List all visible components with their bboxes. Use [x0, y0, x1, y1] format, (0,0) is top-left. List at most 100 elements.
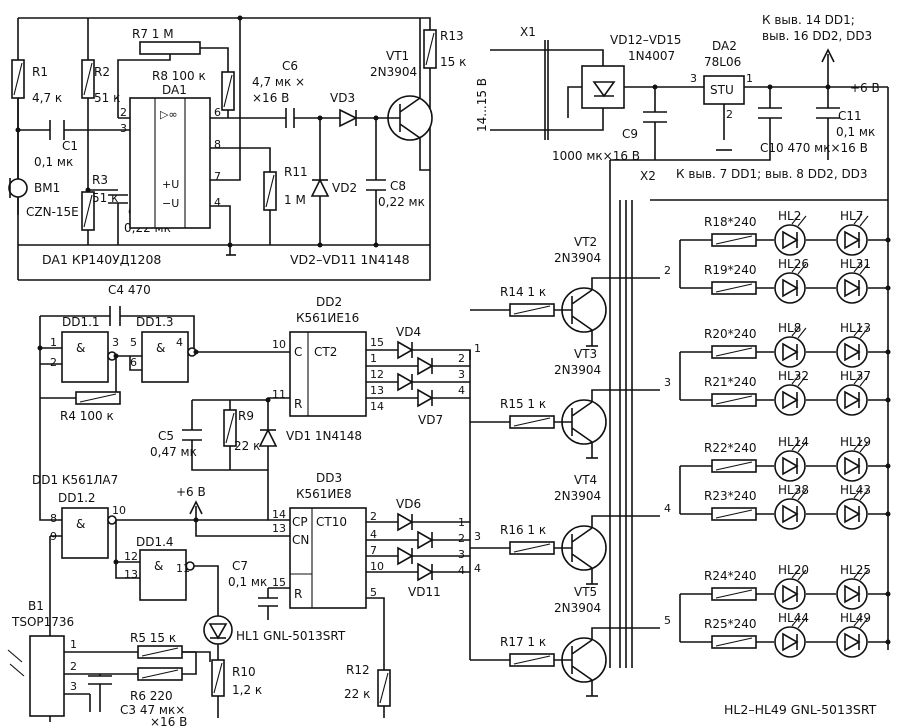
ct10-label: CT10	[316, 515, 347, 529]
oscillator-and-counter-dd2: C4 470 DD1.1 DD1.3 & & 1 2 3 5 6 4 R4 10…	[37, 283, 481, 516]
c4-label: C4 470	[108, 283, 151, 297]
svg-text:3: 3	[70, 680, 77, 693]
c6-value-2: ×16 В	[252, 91, 289, 105]
r9-label: R9	[238, 409, 254, 423]
gate-dd1-3	[141, 331, 189, 383]
gate-dd1-1	[61, 331, 109, 383]
c6-label: C6	[282, 59, 298, 73]
c1-value: 0,1 мк	[34, 155, 73, 169]
r22-label: R22*240	[704, 441, 757, 455]
svg-text:1: 1	[458, 516, 465, 529]
da2-stu: STU	[710, 83, 734, 97]
c11-value: 0,1 мк	[836, 125, 875, 139]
svg-text:10: 10	[370, 560, 384, 573]
svg-text:3: 3	[458, 368, 465, 381]
svg-text:11: 11	[272, 388, 286, 401]
c1-label: C1	[62, 139, 78, 153]
vt2-label: VT2	[574, 235, 597, 249]
svg-text:10: 10	[272, 338, 286, 351]
hl1-label: HL1 GNL-5013SRT	[236, 629, 346, 643]
counter-dd2	[289, 331, 367, 417]
resistor-r7	[139, 41, 201, 55]
svg-text:13: 13	[370, 384, 384, 397]
r7-label: R7 1 M	[132, 27, 174, 41]
bm1-label: BM1	[34, 181, 60, 195]
svg-text:▷∞: ▷∞	[160, 108, 178, 121]
svg-text:CN: CN	[292, 533, 309, 547]
svg-text:1: 1	[70, 638, 77, 651]
svg-text:3: 3	[474, 530, 481, 543]
svg-text:15: 15	[370, 336, 384, 349]
c3-label: C3 47 мк×	[120, 703, 185, 717]
vd12-label: VD12–VD15	[610, 33, 681, 47]
r9-value: 22 к	[234, 439, 260, 453]
svg-text:2: 2	[458, 352, 465, 365]
hl32-label: HL32	[778, 369, 809, 383]
svg-text:6: 6	[214, 106, 221, 119]
da1-type-note: DA1 КР140УД1208	[42, 252, 161, 267]
r18-label: R18*240	[704, 215, 757, 229]
svg-text:+U: +U	[162, 178, 179, 191]
r1-value: 4,7 к	[32, 91, 62, 105]
r24-label: R24*240	[704, 569, 757, 583]
vt3-label: VT3	[574, 347, 597, 361]
r2-value: 51 к	[94, 91, 120, 105]
r6-label: R6 220	[130, 689, 173, 703]
svg-text:5: 5	[130, 336, 137, 349]
vd2-label: VD2	[332, 181, 357, 195]
r2-label: R2	[94, 65, 110, 79]
counter-dd3	[289, 507, 367, 609]
hl7-label: HL7	[840, 209, 863, 223]
vd1-label: VD1 1N4148	[286, 429, 362, 443]
da1-label: DA1	[162, 83, 187, 97]
input-voltage-label: 14...15 В	[475, 78, 489, 132]
svg-text:1: 1	[50, 336, 57, 349]
c7-label: C7	[232, 559, 248, 573]
vd6-label: VD6	[396, 497, 421, 511]
r1-label: R1	[32, 65, 48, 79]
svg-text:6: 6	[130, 356, 137, 369]
svg-text:10: 10	[112, 504, 126, 517]
svg-text:7: 7	[370, 544, 377, 557]
svg-text:15: 15	[272, 576, 286, 589]
svg-text:14: 14	[370, 400, 384, 413]
svg-text:7: 7	[214, 170, 221, 183]
vd11-label: VD11	[408, 585, 441, 599]
da2-label: DA2	[712, 39, 737, 53]
r10-label: R10	[232, 665, 256, 679]
svg-text:12: 12	[370, 368, 384, 381]
ct2-label: CT2	[314, 345, 337, 359]
svg-text:2: 2	[50, 356, 57, 369]
c8-value: 0,22 мк	[378, 195, 425, 209]
dd13-label: DD1.3	[136, 315, 174, 329]
r17-label: R17 1 к	[500, 635, 546, 649]
gate-dd1-4	[139, 549, 187, 601]
mic-amplifier-section: R1 4,7 к R2 51 к C1 0,1 мк BM1 CZN-15E R…	[8, 15, 466, 281]
svg-text:11: 11	[176, 562, 190, 575]
vt1-label: VT1	[386, 49, 409, 63]
hl14-label: HL14	[778, 435, 809, 449]
c5-label: C5	[158, 429, 174, 443]
dd12-label: DD1.2	[58, 491, 96, 505]
svg-text:2: 2	[120, 106, 127, 119]
svg-text:4: 4	[458, 564, 465, 577]
svg-text:4: 4	[214, 196, 221, 209]
svg-text:1: 1	[746, 72, 753, 85]
svg-text:CP: CP	[292, 515, 308, 529]
hl8-label: HL8	[778, 321, 801, 335]
c9-label: C9	[622, 127, 638, 141]
hl2-label: HL2	[778, 209, 801, 223]
tsop-label: TSOP1736	[11, 615, 74, 629]
svg-text:8: 8	[214, 138, 221, 151]
microphone-bm1	[8, 178, 28, 198]
hl25-label: HL25	[840, 563, 871, 577]
r3-label: R3	[92, 173, 108, 187]
vd7-label: VD7	[418, 413, 443, 427]
r11-label: R11	[284, 165, 308, 179]
svg-text:3: 3	[664, 376, 671, 389]
czn-label: CZN-15E	[26, 205, 79, 219]
gate-dd1-2	[61, 507, 109, 559]
x2-label: X2	[640, 169, 656, 183]
